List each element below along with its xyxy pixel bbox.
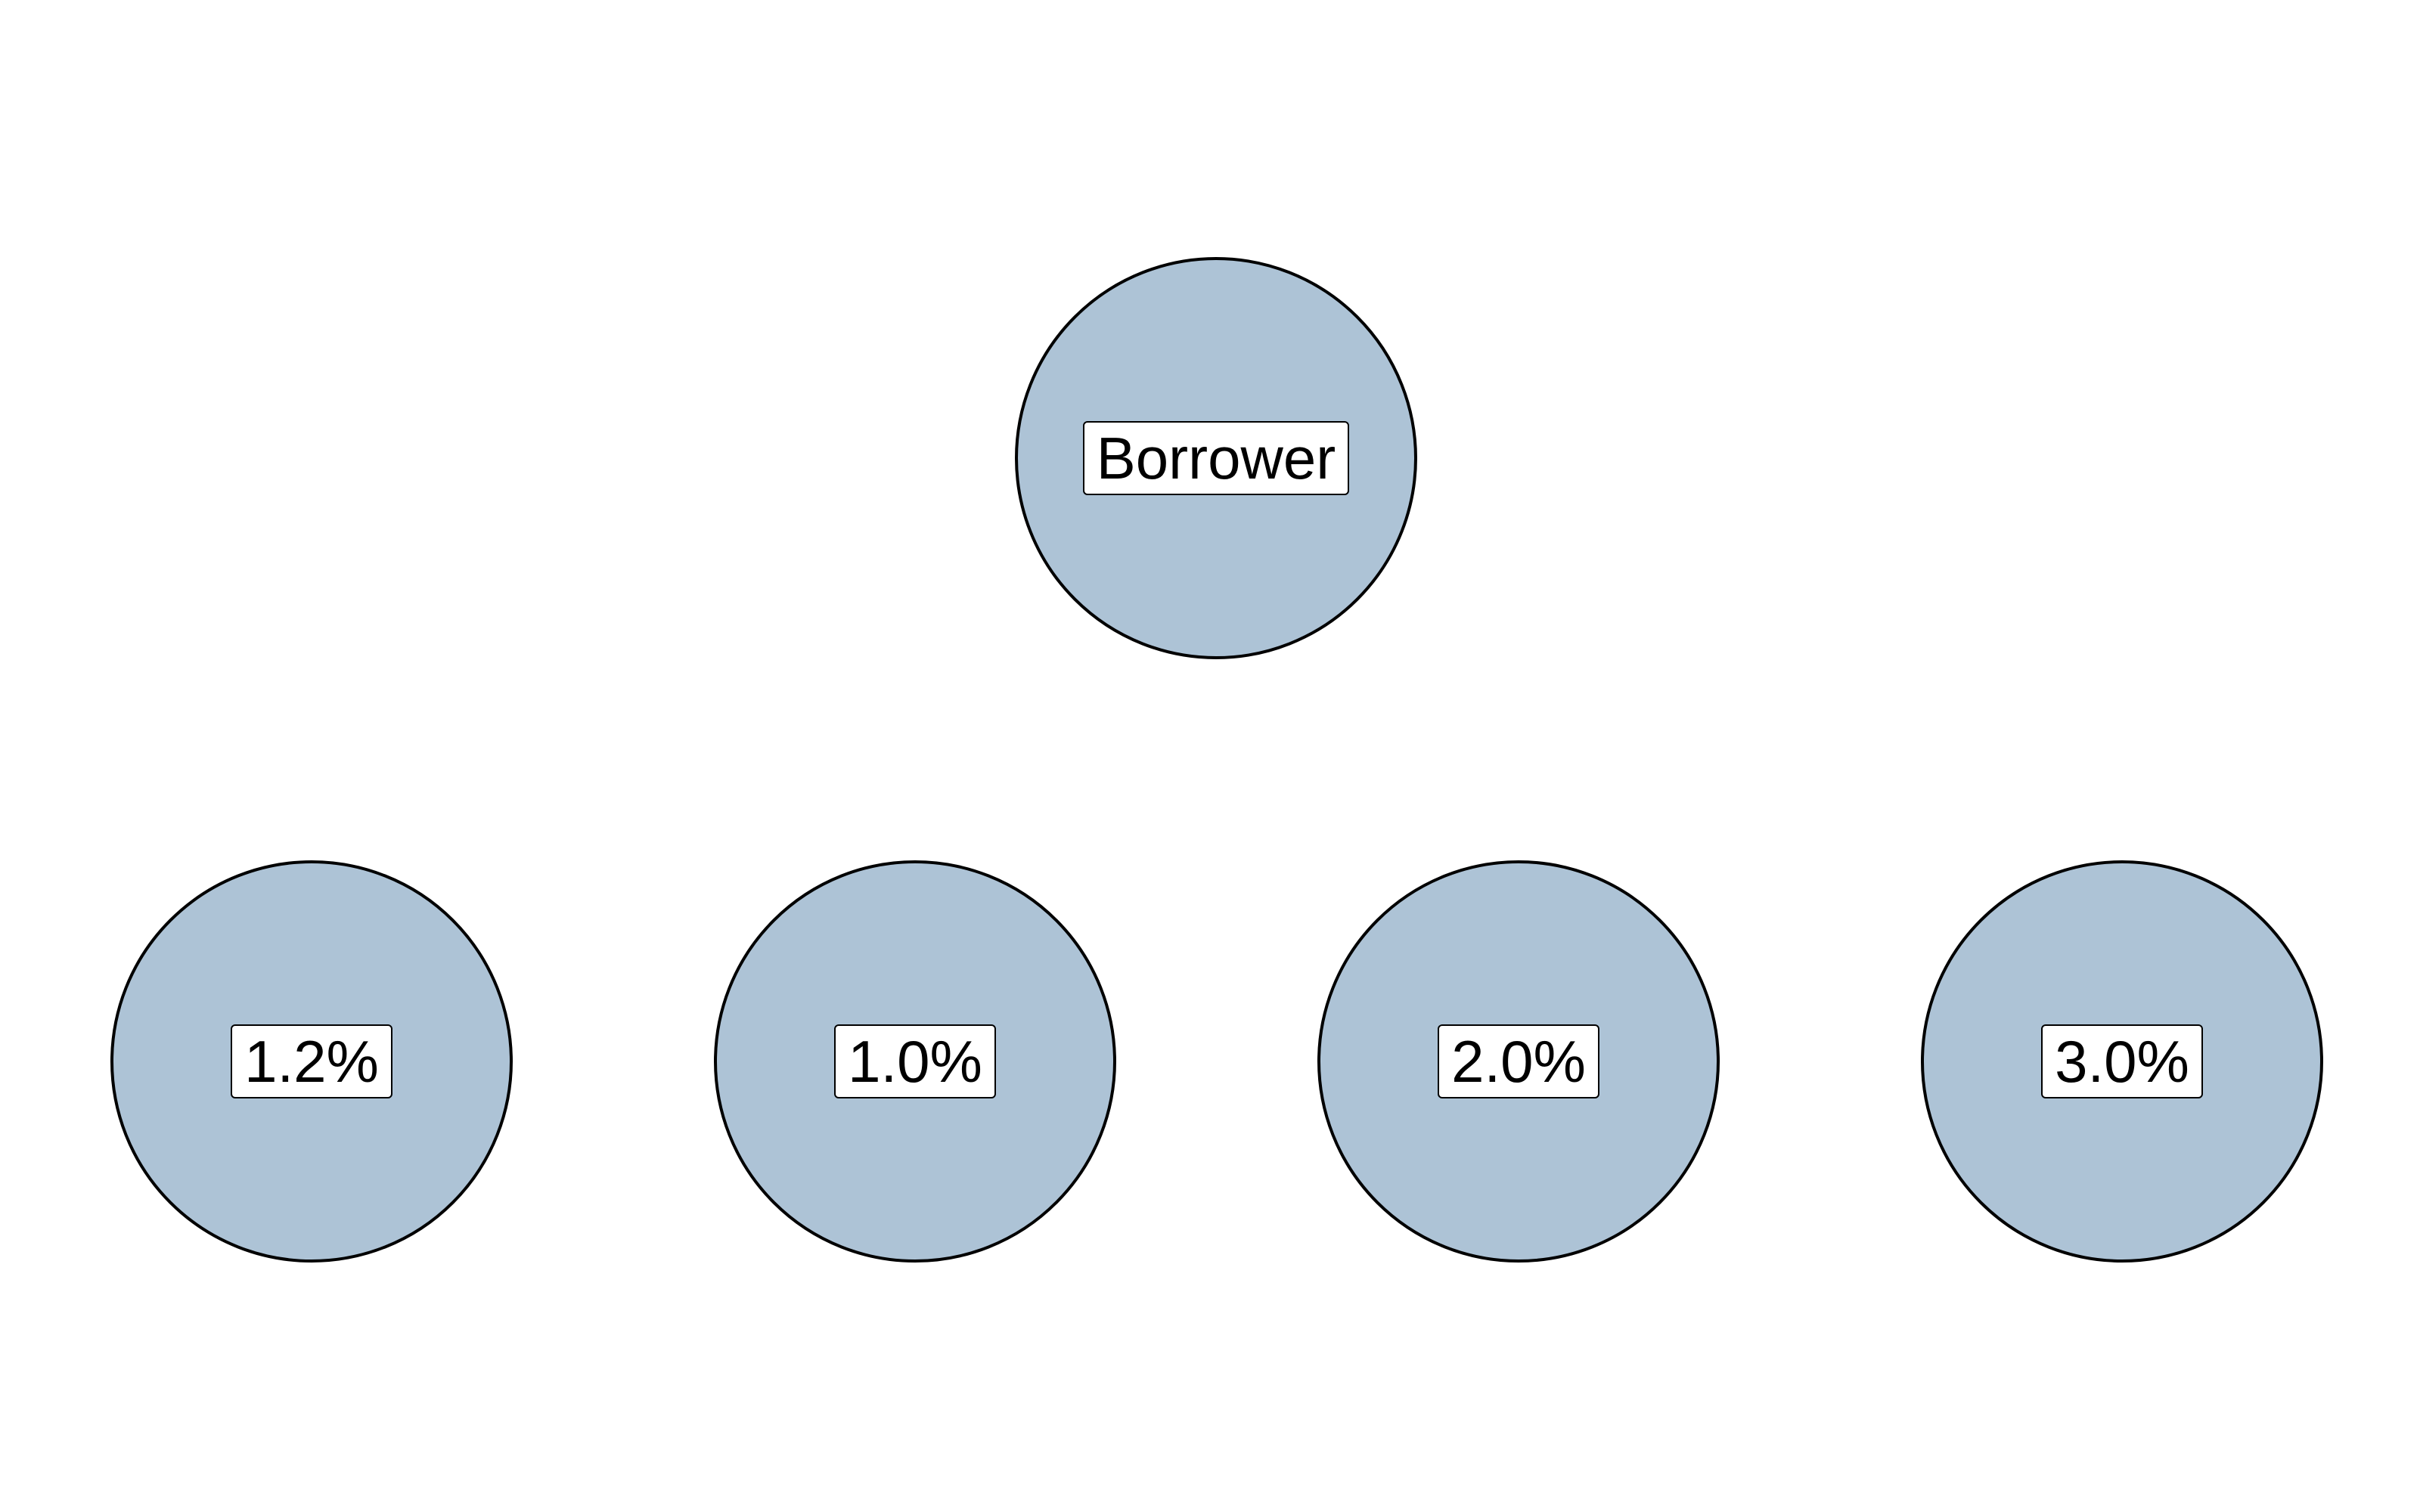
child-node-label: 3.0% xyxy=(2041,1024,2203,1098)
child-node-label: 1.2% xyxy=(231,1024,392,1098)
child-node-4: 3.0% xyxy=(1921,860,2323,1263)
root-node-borrower: Borrower xyxy=(1015,257,1417,659)
child-node-label: 2.0% xyxy=(1438,1024,1599,1098)
child-node-1: 1.2% xyxy=(110,860,513,1263)
child-node-3: 2.0% xyxy=(1317,860,1720,1263)
child-node-2: 1.0% xyxy=(714,860,1116,1263)
child-node-label: 1.0% xyxy=(834,1024,996,1098)
root-node-label: Borrower xyxy=(1082,421,1350,495)
